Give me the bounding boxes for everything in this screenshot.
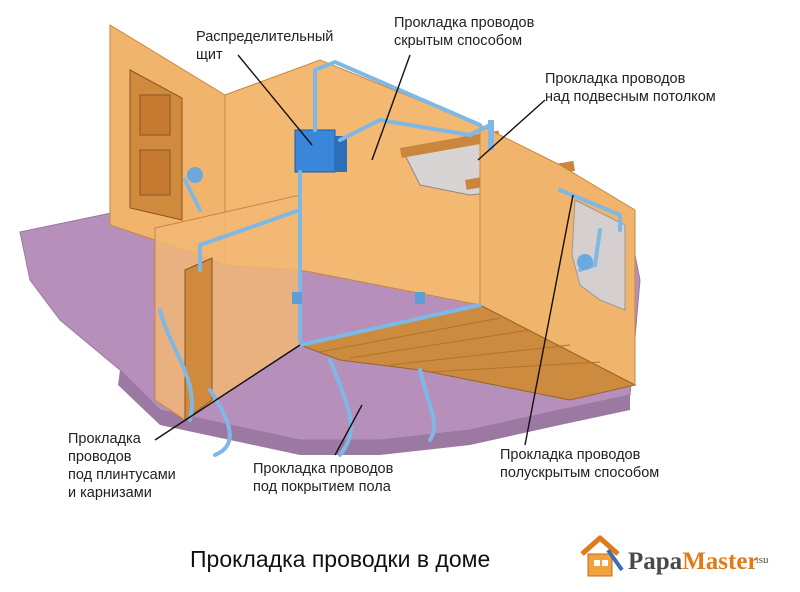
- ground-shadow: [118, 370, 630, 455]
- label-hidden-wiring: Прокладка проводов скрытым способом: [394, 15, 535, 49]
- socket-2: [415, 292, 425, 304]
- logo-text-part2: Master: [682, 548, 759, 575]
- logo-suffix: .su: [756, 554, 769, 566]
- door-panel-top: [139, 94, 171, 136]
- wood-floor-plank: [319, 317, 601, 373]
- leader-lines: [154, 54, 574, 456]
- logo-text: PapaMaster: [628, 548, 759, 576]
- front-door: [184, 257, 213, 421]
- label-ceiling-wiring: Прокладка проводов над подвесным потолко…: [545, 71, 716, 105]
- diagram-title: Прокладка проводки в доме: [190, 546, 491, 572]
- label-semi-hidden-wiring: Прокладка проводов полускрытым способом: [500, 447, 660, 481]
- label-floor-wiring: Прокладка проводов под покрытием пола: [253, 461, 394, 495]
- socket-1: [292, 292, 302, 304]
- distribution-panel-side: [335, 136, 347, 172]
- house-logo-icon: [580, 535, 624, 577]
- label-baseboard-wiring: Прокладка проводов под плинтусами и карн…: [68, 431, 176, 501]
- ceiling-fixture: [488, 120, 494, 150]
- junction-box-left: [187, 167, 203, 183]
- ceiling-beam-1: [400, 130, 501, 158]
- cables: [158, 59, 622, 457]
- distribution-panel: [294, 129, 336, 173]
- right-wall-cut: [571, 199, 626, 311]
- door-panel-bottom: [139, 149, 171, 196]
- junction-box-right: [577, 254, 593, 270]
- papamaster-logo: PapaMaster .su: [578, 530, 793, 585]
- logo-text-part1: Papa: [628, 548, 683, 575]
- label-distribution-panel: Распределительный щит: [196, 29, 334, 63]
- right-wall: [479, 124, 636, 386]
